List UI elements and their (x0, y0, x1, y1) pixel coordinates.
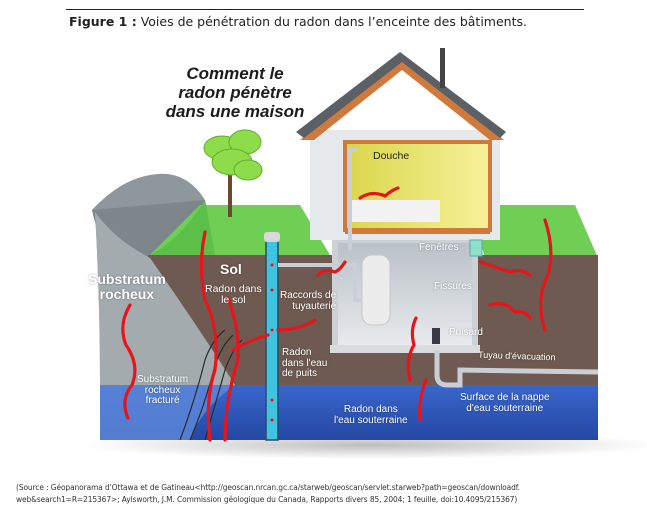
radon-arrow-bedrock (121, 303, 137, 420)
label-line: le sol (221, 294, 246, 307)
fractured-rock-water (100, 385, 235, 440)
well-cap (264, 232, 280, 242)
radon-arrow-groundwater (418, 378, 428, 422)
source-citation: (Source : Géopanorama d'Ottawa et de Gat… (16, 481, 520, 505)
headline-line-1: Comment le (186, 64, 284, 83)
caption-rule (66, 9, 584, 10)
figure-caption-text: Voies de pénétration du radon dans l’enc… (140, 14, 527, 29)
label-line: Substratum (88, 271, 166, 287)
radon-arrow-douche (358, 186, 400, 200)
radon-arrow-raccords (316, 260, 347, 277)
floor-beam (345, 228, 490, 234)
label-line: rocheux (99, 285, 155, 302)
label-radon-sol: Radon dans le sol (205, 283, 262, 307)
figure-caption: Figure 1 : Voies de pénétration du radon… (69, 14, 527, 29)
label-line: fracturé (145, 395, 180, 406)
label-line: rocheux (144, 384, 181, 396)
label-line: Radon dans (343, 404, 398, 415)
shower-pipe (348, 148, 358, 250)
radon-arrow-soil-up (199, 230, 218, 442)
label-puisard: Puisard (449, 327, 483, 338)
label-sol: Sol (220, 261, 242, 277)
radon-arrow-to-well (231, 333, 270, 352)
radon-arrow-fissures (488, 301, 532, 320)
drain-pipe (434, 350, 599, 388)
label-line: Substratum (137, 374, 189, 385)
label-raccords: Raccords de tuyauterie (280, 290, 337, 312)
label-line: dans l'eau (282, 357, 328, 369)
tree-canopy (203, 129, 263, 181)
label-line: Radon dans (205, 283, 262, 295)
label-line: Surface de la nappe (460, 392, 550, 403)
roof-trim (300, 58, 504, 140)
headline-line-3: dans une maison (165, 102, 305, 121)
label-douche: Douche (373, 150, 410, 162)
footing (330, 345, 480, 353)
chimney-pipe (440, 48, 445, 88)
water-heater (361, 254, 391, 326)
label-radon-eau-souterraine: Radon dans l'eau souterraine (334, 404, 408, 426)
bed (350, 200, 440, 222)
bedrock-face (95, 212, 235, 440)
diagram-headline: Comment le radon pénètre dans une maison (150, 64, 320, 121)
label-substratum-fracture: Substratum rocheux fracturé (137, 374, 189, 407)
radon-arrows (121, 186, 553, 442)
label-line: Radon (282, 347, 312, 358)
radon-arrow-sol (223, 296, 240, 442)
radon-arrow-floor (406, 316, 418, 382)
label-line: de puits (282, 368, 318, 379)
well-radon-dots (270, 263, 274, 422)
grass-right (470, 205, 598, 258)
label-nappe: Surface de la nappe d'eau souterraine (460, 392, 550, 414)
label-radon-puits: Radon dans l'eau de puits (282, 347, 328, 380)
headline-line-2: radon pénètre (178, 83, 292, 102)
figure-label: Figure 1 : (69, 14, 137, 29)
radon-arrow-well-to-house (276, 318, 317, 332)
label-line: l'eau souterraine (334, 414, 408, 426)
radon-arrow-right (539, 218, 553, 332)
water-pipe (278, 263, 362, 302)
well-pipe (265, 237, 279, 441)
window (469, 239, 483, 257)
sump-pit (432, 328, 440, 344)
source-line-2: web&search1=R=215367>; Aylsworth, J.M. C… (16, 494, 518, 504)
label-fenetres: Fenêtres (419, 242, 459, 253)
label-line: d'eau souterraine (466, 402, 544, 414)
label-substratum-rocheux: Substratum rocheux (88, 272, 166, 301)
radon-arrow-fenetres (478, 260, 532, 277)
source-line-1: (Source : Géopanorama d'Ottawa et de Gat… (16, 482, 520, 492)
label-line: tuyauterie (292, 300, 337, 312)
label-fissures: Fissures (434, 281, 472, 292)
grass-edge (150, 200, 215, 255)
label-line: Raccords de (280, 290, 337, 301)
tree-trunk (228, 175, 232, 217)
